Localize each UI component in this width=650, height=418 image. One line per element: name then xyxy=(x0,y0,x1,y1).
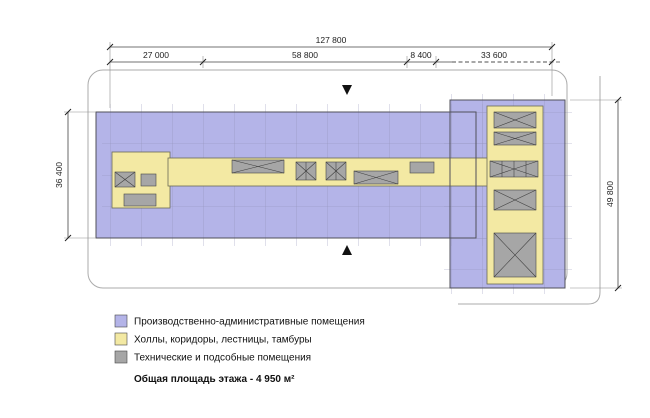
legend-swatch-tech xyxy=(114,350,128,364)
elevator-bank-b xyxy=(325,161,347,181)
legend-label-halls: Холлы, коридоры, лестницы, тамбуры xyxy=(134,334,312,346)
stair-x-mark xyxy=(493,111,537,129)
elevator-x-mark xyxy=(295,161,317,181)
section-arrow-bottom-icon xyxy=(342,245,352,255)
dim-seg2-label: 58 800 xyxy=(292,50,318,60)
legend: Производственно-административные помещен… xyxy=(114,314,365,385)
legend-label-admin: Производственно-административные помещен… xyxy=(134,317,365,328)
stair-block-b xyxy=(353,170,399,185)
stair-x-mark xyxy=(493,232,537,278)
dim-seg3-label: 8 400 xyxy=(410,50,432,60)
section-arrow-top-icon xyxy=(342,85,352,95)
tower-elevator-bank xyxy=(489,160,539,178)
tech-room-mid xyxy=(409,161,435,174)
tower-stair-mid xyxy=(493,189,537,211)
legend-swatch-admin xyxy=(114,314,128,328)
tower-stair-lower xyxy=(493,232,537,278)
dim-right-label: 49 800 xyxy=(605,181,615,207)
tower-tech-upper xyxy=(493,131,537,146)
elevator-bank-a xyxy=(295,161,317,181)
dim-total-label: 127 800 xyxy=(316,35,347,45)
stair-x-mark xyxy=(114,171,136,188)
tech-room-left-small xyxy=(140,173,157,187)
stair-x-mark xyxy=(493,131,537,146)
stair-x-mark xyxy=(493,189,537,211)
main-wing-outline xyxy=(95,111,477,239)
dim-seg4-label: 33 600 xyxy=(481,50,507,60)
stair-x-mark xyxy=(231,159,285,174)
dim-seg1-label: 27 000 xyxy=(143,50,169,60)
legend-total-area: Общая площадь этажа - 4 950 м² xyxy=(134,373,295,385)
road-edge xyxy=(458,76,601,305)
dimension-ticks xyxy=(64,43,622,292)
tower-tech-top xyxy=(493,111,537,129)
tech-room-left-lower xyxy=(123,193,157,207)
elevator-x-mark xyxy=(489,160,539,178)
tech-room-left-stair xyxy=(114,171,136,188)
legend-label-tech: Технические и подсобные помещения xyxy=(134,352,311,364)
dim-left-label: 36 400 xyxy=(54,162,64,188)
stair-x-mark xyxy=(353,170,399,185)
right-wing-outline xyxy=(449,99,566,289)
stair-block-a xyxy=(231,159,285,174)
elevator-x-mark xyxy=(325,161,347,181)
legend-swatch-halls xyxy=(114,332,128,346)
